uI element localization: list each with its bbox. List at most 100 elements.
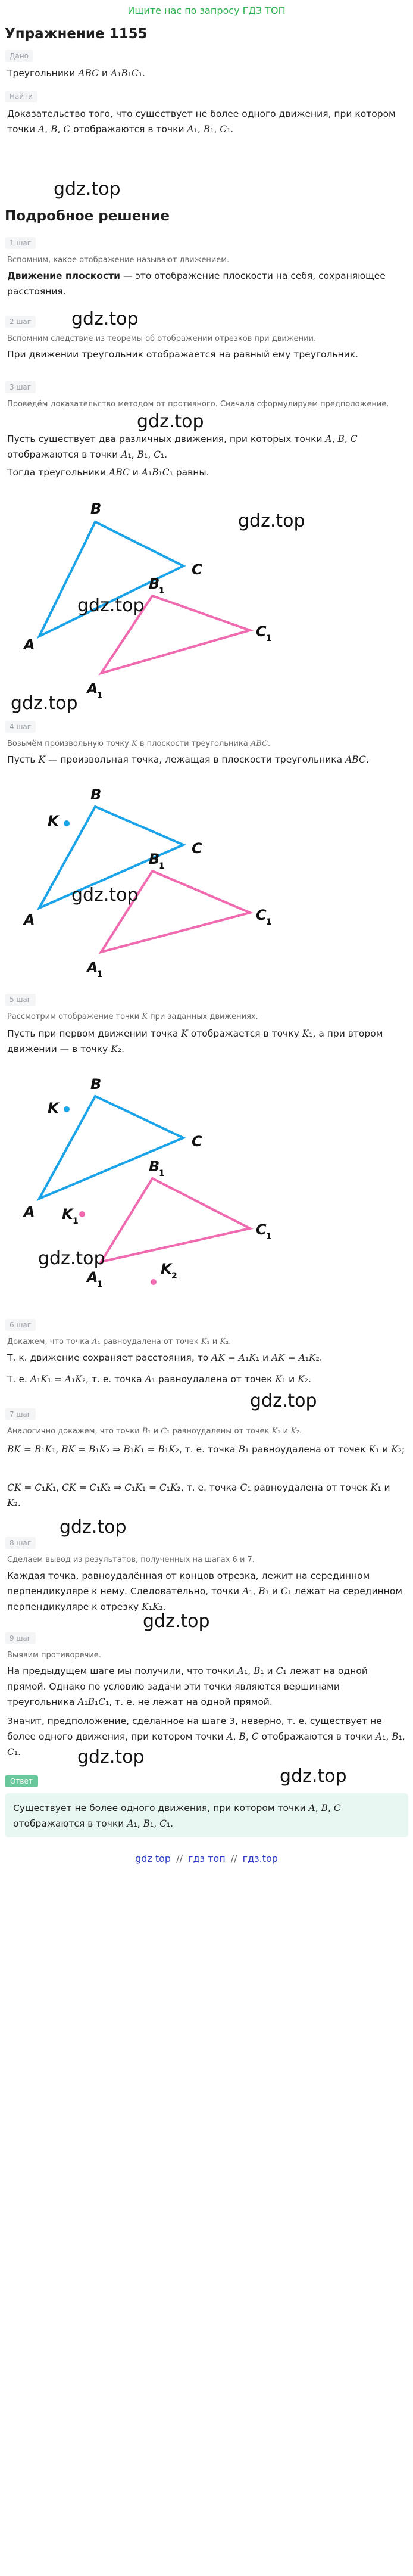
label-b1-sub: 1 [159, 586, 165, 596]
watermark: gdz.top [54, 179, 121, 200]
label-b: B [90, 1076, 101, 1093]
search-link[interactable]: Ищите нас по запросу ГДЗ ТОП [127, 5, 286, 16]
label-b1: B [149, 1158, 159, 1175]
answer-box: Существует не более одного движения, при… [5, 1793, 408, 1837]
step-5-text: Пусть при первом движении точка K отобра… [7, 1028, 383, 1054]
answer-text: Существует не более одного движения, при… [13, 1803, 341, 1829]
watermark: gdz.top [11, 693, 78, 714]
triangles-figure-3: K K 1 K 2 A B C A 1 B 1 C 1 gdz.top [23, 1076, 272, 1289]
watermark: gdz.top [71, 885, 139, 906]
step-4-hint: Возьмём произвольную точку K в плоскости… [7, 739, 271, 748]
step-3-text-2: Тогда треугольники ABC и A₁B₁C₁ равны. [7, 467, 209, 478]
label-c1: C [256, 1221, 267, 1238]
step-6-text-2: Т. е. A₁K₁ = A₁K₂, т. е. точка A₁ равноу… [7, 1374, 311, 1385]
footer-separator: // [230, 1853, 237, 1864]
given-text: Треугольники ABC и A₁B₁C₁. [7, 68, 145, 79]
triangle-a1b1c1 [98, 594, 254, 676]
watermark: gdz.top [38, 1248, 105, 1269]
point-k [64, 820, 70, 826]
step-8-badge: 8 шаг [5, 1537, 36, 1549]
watermark: gdz.top [250, 1390, 317, 1411]
label-a: A [23, 911, 35, 928]
label-k2-sub: 2 [171, 1271, 177, 1281]
label-c1-sub: 1 [266, 1232, 272, 1242]
find-text: Доказательство того, что существует не б… [7, 108, 396, 135]
watermark: gdz.top [77, 1747, 145, 1768]
label-k1: K [62, 1206, 74, 1222]
step-7-badge: 7 шаг [5, 1408, 36, 1420]
triangle-a1b1c1 [98, 869, 254, 954]
triangle-abc [36, 1094, 186, 1202]
step-8-hint: Сделаем вывод из результатов, полученных… [7, 1555, 255, 1564]
label-a1-sub: 1 [97, 1280, 103, 1289]
step-5-hint: Рассмотрим отображение точки K при задан… [7, 1012, 258, 1021]
step-4-text: Пусть K — произвольная точка, лежащая в … [7, 754, 369, 765]
watermark: gdz.top [77, 595, 145, 616]
step-1-hint: Вспомним, какое отображение называют дви… [7, 256, 230, 265]
label-c1-sub: 1 [266, 917, 272, 927]
triangle-abc [36, 805, 187, 911]
step-9-badge: 9 шаг [5, 1632, 36, 1644]
label-c: C [192, 1133, 202, 1150]
label-a1-sub: 1 [97, 970, 103, 979]
step-7-text-2: CK = C₁K₁, CK = C₁K₂ ⇒ C₁K₁ = C₁K₂, т. е… [7, 1482, 390, 1508]
find-badge: Найти [5, 91, 37, 102]
watermark: gdz.top [280, 1766, 347, 1787]
step-7-text-1: BK = B₁K₁, BK = B₁K₂ ⇒ B₁K₁ = B₁K₂, т. е… [7, 1444, 405, 1455]
label-a1: A [86, 680, 98, 697]
label-b1-sub: 1 [159, 861, 165, 871]
label-c1: C [256, 907, 267, 923]
label-k1-sub: 1 [73, 1217, 79, 1226]
footer-link-2[interactable]: гдз топ [188, 1853, 226, 1864]
label-b1-sub: 1 [159, 1169, 165, 1178]
triangles-figure-1: A B C A 1 B 1 C 1 gdz.top gdz.top gdz.to… [11, 500, 305, 714]
step-9-hint: Выявим противоречие. [7, 1651, 101, 1660]
page-title: Упражнение 1155 [5, 26, 148, 42]
triangle-a1b1c1 [98, 1177, 254, 1264]
watermark: gdz.top [143, 1611, 210, 1632]
step-4-badge: 4 шаг [5, 721, 36, 733]
step-1-text: Движение плоскости — это отображение пло… [7, 270, 386, 297]
label-c: C [192, 840, 202, 857]
step-3-badge: 3 шаг [5, 381, 36, 393]
label-b: B [90, 500, 101, 517]
step-2-hint: Вспомним следствие из теоремы об отображ… [7, 334, 317, 343]
label-k: K [48, 813, 60, 829]
step-6-text-1: Т. к. движение сохраняет расстояния, то … [7, 1352, 323, 1363]
footer-links: gdz top // гдз топ // гдз.top [0, 1853, 413, 1864]
footer-link-3[interactable]: гдз.top [242, 1853, 278, 1864]
step-9-text-2: Значит, предположение, сделанное на шаге… [7, 1716, 405, 1757]
step-7-hint: Аналогично докажем, что точки B₁ и C₁ ра… [7, 1427, 302, 1436]
label-a1: A [86, 959, 98, 976]
given-badge: Дано [5, 50, 33, 62]
step-6-hint: Докажем, что точка A₁ равноудалена от то… [7, 1337, 231, 1346]
step-2-badge: 2 шаг [5, 316, 36, 328]
step-1-badge: 1 шаг [5, 237, 36, 249]
label-a: A [23, 1203, 35, 1220]
label-k: K [48, 1100, 60, 1116]
label-c1-sub: 1 [266, 634, 272, 643]
label-b1: B [149, 575, 159, 592]
watermark: gdz.top [137, 411, 204, 432]
triangle-abc [36, 520, 186, 639]
label-c1: C [256, 623, 267, 640]
watermark: gdz.top [238, 511, 305, 531]
step-5-badge: 5 шаг [5, 994, 36, 1006]
point-k2 [151, 1279, 157, 1285]
label-b: B [90, 786, 101, 803]
footer-separator: // [176, 1853, 183, 1864]
label-b1: B [149, 851, 159, 867]
footer-link-1[interactable]: gdz top [135, 1853, 171, 1864]
point-k [64, 1106, 70, 1112]
label-c: C [192, 561, 202, 578]
answer-badge: Ответ [5, 1775, 38, 1787]
step-9-text-1: На предыдущем шаге мы получили, что точк… [7, 1666, 368, 1707]
step-2-text: При движении треугольник отображается на… [7, 349, 359, 360]
solution-title: Подробное решение [5, 209, 170, 224]
step-3-text-1: Пусть существует два различных движения,… [7, 434, 358, 460]
step-8-text: Каждая точка, равноудалённая от концов о… [7, 1570, 402, 1612]
step-3-hint: Проведём доказательство методом от проти… [7, 400, 389, 409]
step-6-badge: 6 шаг [5, 1319, 36, 1331]
label-a: A [23, 636, 35, 653]
label-a1: A [86, 1269, 98, 1286]
